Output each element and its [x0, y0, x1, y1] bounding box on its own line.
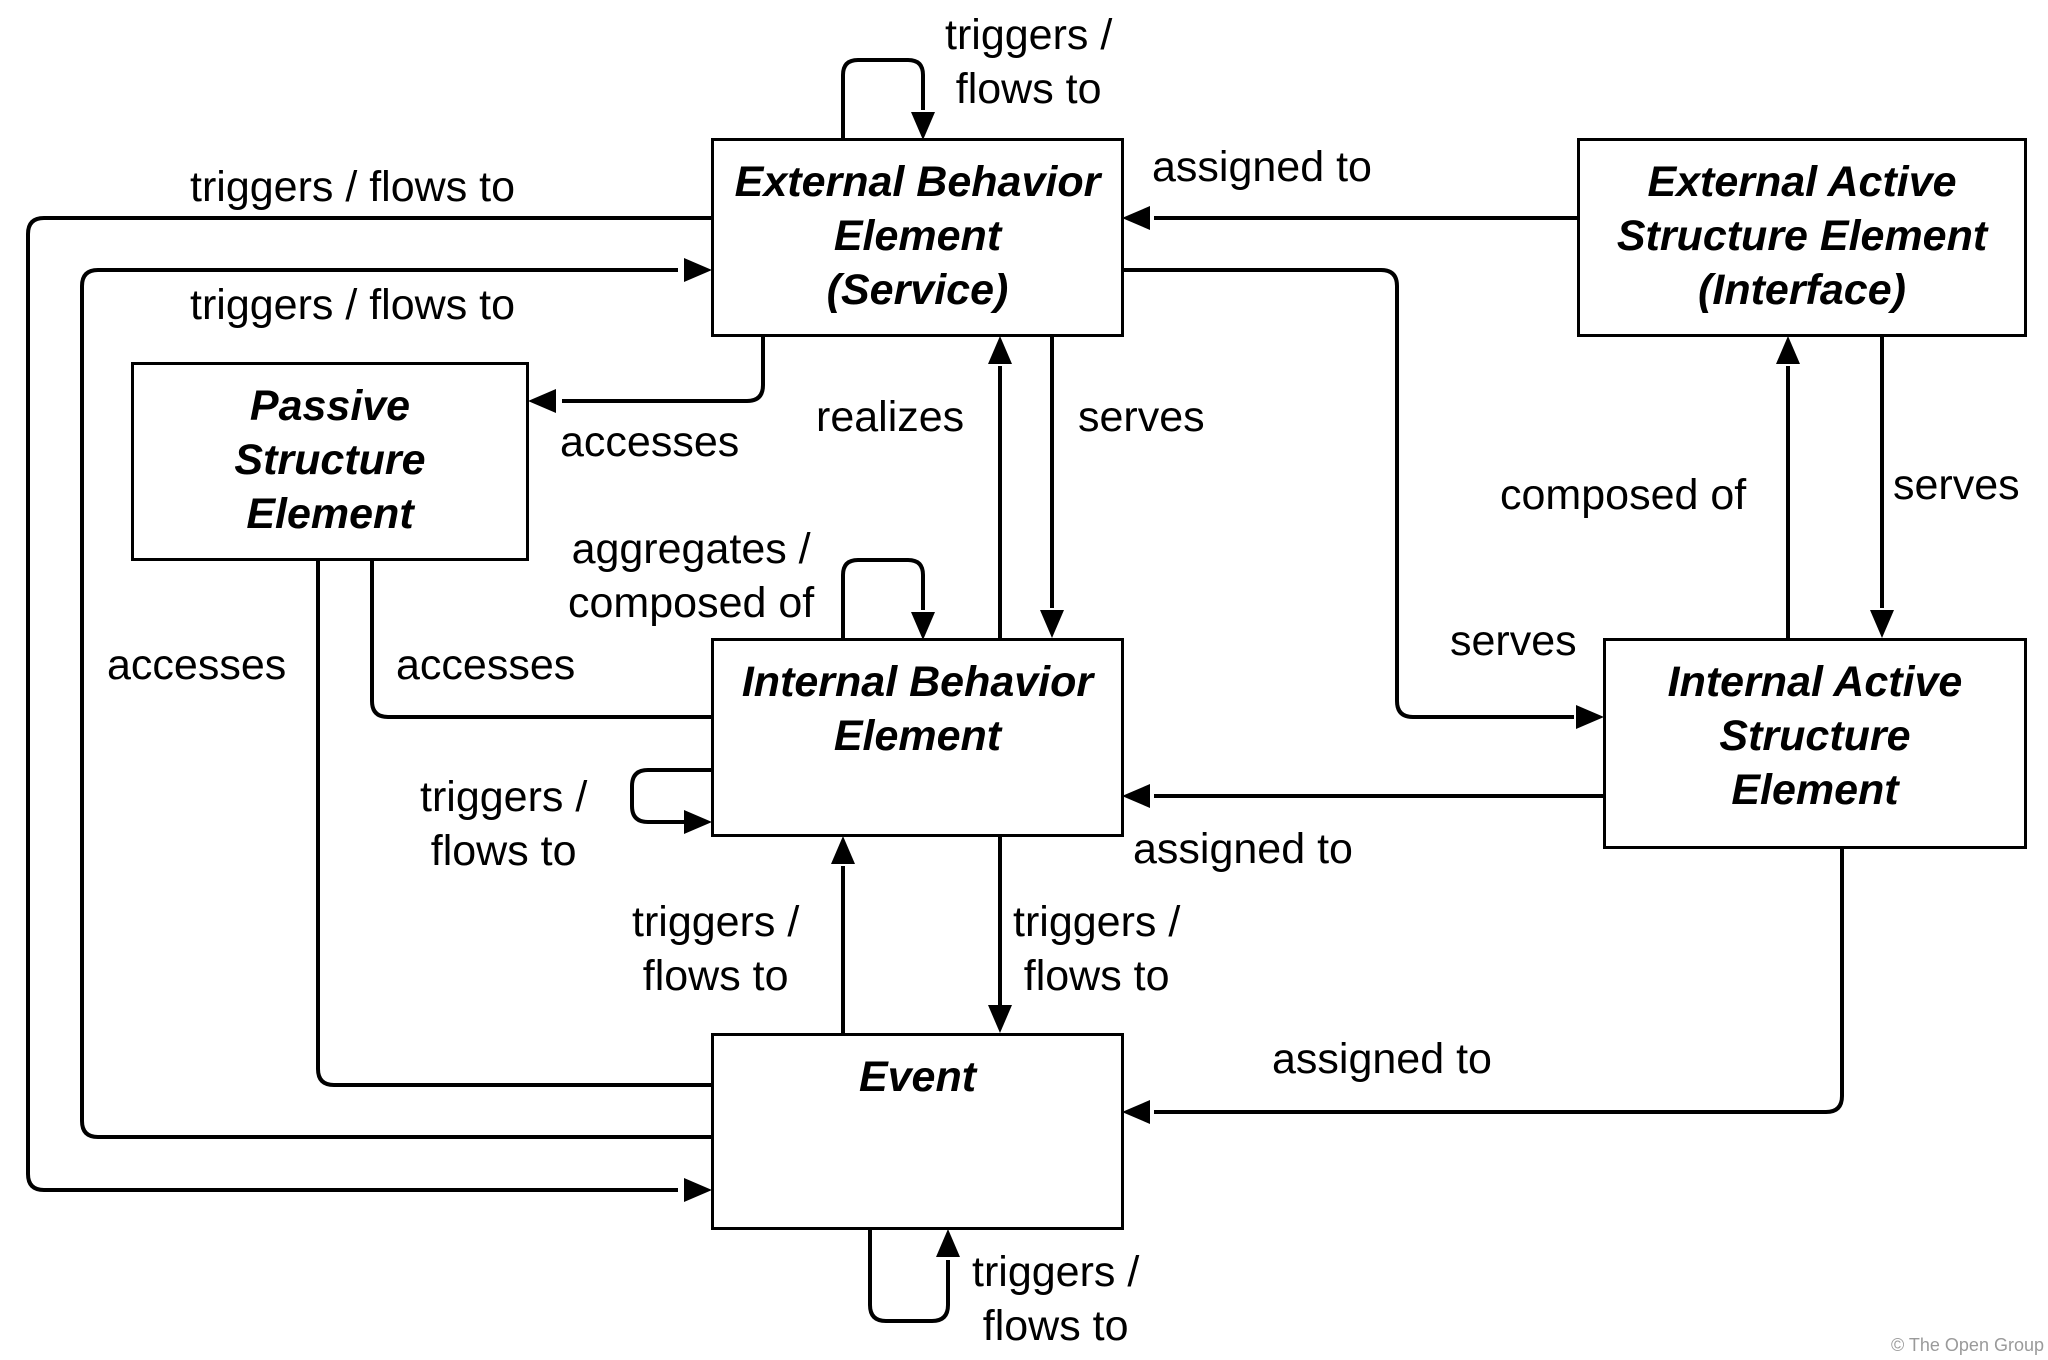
- edge-eb-self: [841, 58, 925, 138]
- label-eb-accesses: accesses: [560, 418, 740, 466]
- label-composed-of: composed of: [1500, 471, 1747, 519]
- label-event-to-eb-inner: triggers / flows to: [190, 281, 515, 329]
- node-passive-label: Passive Structure Element: [234, 382, 426, 538]
- node-internal-behavior-label: Internal Behavior Element: [741, 658, 1094, 760]
- arrowhead: [528, 389, 556, 413]
- node-event-label: Event: [858, 1053, 977, 1101]
- arrowhead: [988, 1005, 1012, 1033]
- arrowhead: [988, 336, 1012, 364]
- edge-ia-assigned-event: [1154, 848, 1844, 1114]
- label-ib-self-triggers: triggers / flows to: [420, 773, 588, 875]
- arrowhead: [1122, 1100, 1150, 1124]
- label-ia-assigned-event: assigned to: [1272, 1035, 1492, 1083]
- arrowhead: [911, 112, 935, 140]
- node-internal-active-label: Internal Active Structure Element: [1667, 658, 1963, 814]
- label-realizes: realizes: [816, 393, 965, 441]
- arrowhead: [1122, 784, 1150, 808]
- label-event-self-triggers: triggers / flows to: [972, 1248, 1140, 1350]
- edge-eb-accesses-passive: [562, 336, 765, 403]
- arrowhead: [831, 836, 855, 864]
- label-event-accesses: accesses: [107, 641, 287, 689]
- arrowhead: [684, 1178, 712, 1202]
- node-internal-behavior-element: Internal Behavior Element: [711, 638, 1124, 837]
- edge-ib-self: [630, 768, 712, 824]
- node-external-active-label: External Active Structure Element (Inter…: [1616, 158, 1988, 314]
- edge-ib-accesses-passive: [370, 556, 712, 719]
- label-serves-ea-ia: serves: [1893, 461, 2020, 509]
- arrowhead: [1040, 610, 1064, 638]
- arrowhead: [1776, 336, 1800, 364]
- node-event: Event: [711, 1033, 1124, 1230]
- node-external-behavior-label: External Behavior Element (Service): [734, 158, 1101, 314]
- edge-event-accesses-passive: [316, 556, 712, 1087]
- node-passive-structure-element: Passive Structure Element: [131, 362, 529, 561]
- label-ib-accesses: accesses: [396, 641, 576, 689]
- arrowhead: [1122, 206, 1150, 230]
- label-serves-eb-ib: serves: [1078, 393, 1205, 441]
- edge-event-to-eb-inner: [80, 268, 712, 1139]
- node-external-active-structure-element: External Active Structure Element (Inter…: [1577, 138, 2027, 337]
- node-internal-active-structure-element: Internal Active Structure Element: [1603, 638, 2027, 849]
- arrowhead: [911, 612, 935, 640]
- edge-event-to-eb-outer: [26, 216, 712, 1192]
- label-serves-eb-ia: serves: [1450, 617, 1577, 665]
- copyright-credit: © The Open Group: [1890, 1335, 2044, 1355]
- edge-event-self: [868, 1229, 950, 1323]
- label-eb-self-triggers: triggers / flows to: [945, 11, 1113, 113]
- label-event-to-eb-outer: triggers / flows to: [190, 163, 515, 211]
- node-external-behavior-element: External Behavior Element (Service): [711, 138, 1124, 337]
- label-ib-triggers-event: triggers / flows to: [1013, 898, 1181, 1000]
- label-ea-assigned-eb: assigned to: [1152, 143, 1372, 191]
- arrowhead: [684, 810, 712, 834]
- edge-eb-serves-ia: [1122, 268, 1574, 719]
- arrowhead: [684, 258, 712, 282]
- label-event-triggers-ib: triggers / flows to: [632, 898, 800, 1000]
- label-ia-assigned-ib: assigned to: [1133, 825, 1353, 873]
- edge-ib-aggregates-self: [841, 558, 925, 638]
- arrowhead: [1870, 610, 1894, 638]
- arrowhead: [1576, 705, 1604, 729]
- label-aggregates-composed: aggregates / composed of: [568, 525, 815, 627]
- arrowhead: [936, 1229, 960, 1257]
